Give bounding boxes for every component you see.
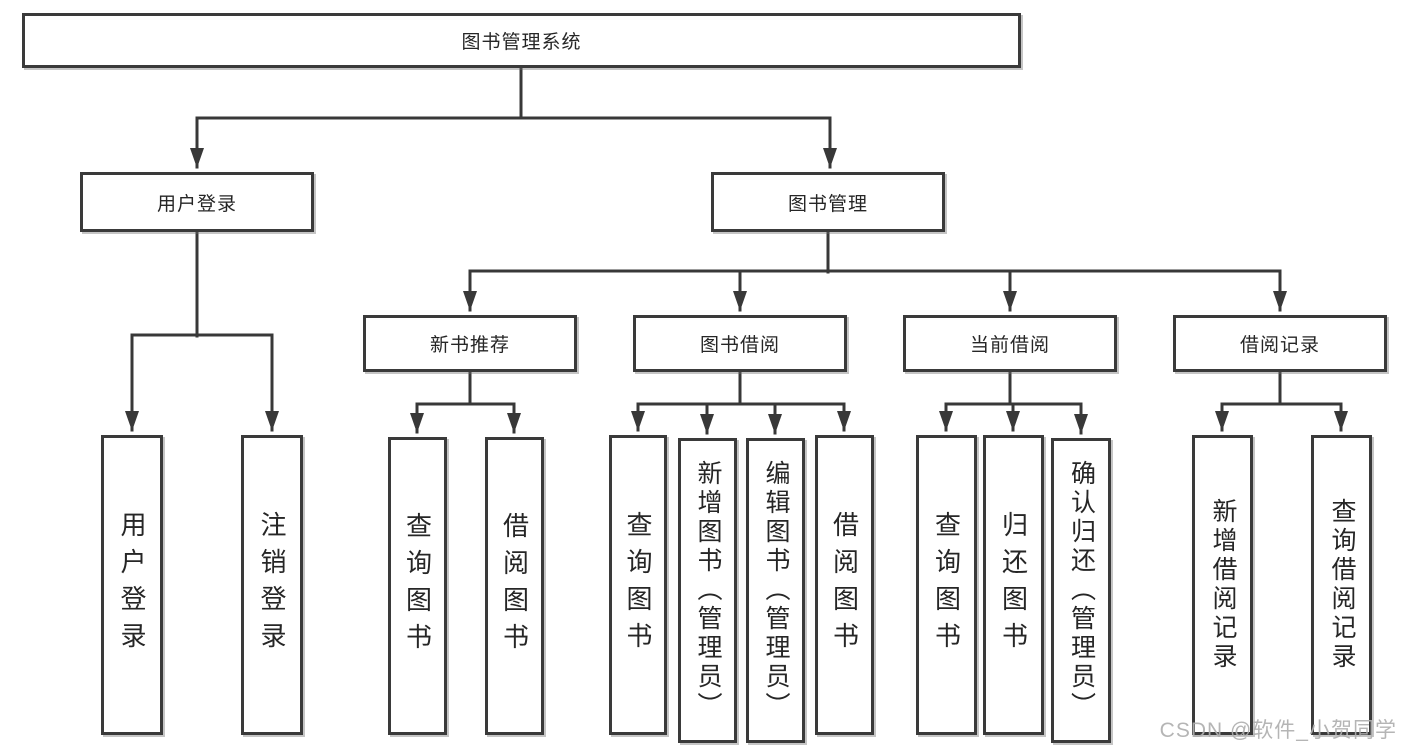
leaf-add-borrow-record: 新增借阅记录 bbox=[1192, 435, 1253, 735]
leaf-edit-books-admin: 编辑图书（管理员） bbox=[746, 438, 805, 743]
node-new-book-recommendation: 新书推荐 bbox=[363, 315, 577, 372]
leaf-add-books-admin: 新增图书（管理员） bbox=[678, 438, 737, 743]
leaf-query-books-recommend: 查询图书 bbox=[388, 437, 447, 735]
node-borrowing-records: 借阅记录 bbox=[1173, 315, 1387, 372]
node-book-borrowing: 图书借阅 bbox=[633, 315, 847, 372]
node-book-management: 图书管理 bbox=[711, 172, 945, 232]
leaf-return-books: 归还图书 bbox=[983, 435, 1044, 735]
leaf-user-login: 用户登录 bbox=[101, 435, 163, 735]
leaf-query-borrow-record: 查询借阅记录 bbox=[1311, 435, 1372, 735]
leaf-query-books-current: 查询图书 bbox=[916, 435, 977, 735]
leaf-borrow-books-recommend: 借阅图书 bbox=[485, 437, 544, 735]
node-user-login: 用户登录 bbox=[80, 172, 314, 232]
leaf-query-books-borrowing: 查询图书 bbox=[609, 435, 667, 735]
leaf-confirm-return-admin: 确认归还（管理员） bbox=[1051, 438, 1111, 743]
csdn-watermark: CSDN @软件_小贺同学 bbox=[1159, 719, 1397, 742]
leaf-borrow-books-borrowing: 借阅图书 bbox=[815, 435, 874, 735]
node-library-management-system: 图书管理系统 bbox=[22, 13, 1021, 68]
leaf-logout: 注销登录 bbox=[241, 435, 303, 735]
node-current-borrowing: 当前借阅 bbox=[903, 315, 1117, 372]
